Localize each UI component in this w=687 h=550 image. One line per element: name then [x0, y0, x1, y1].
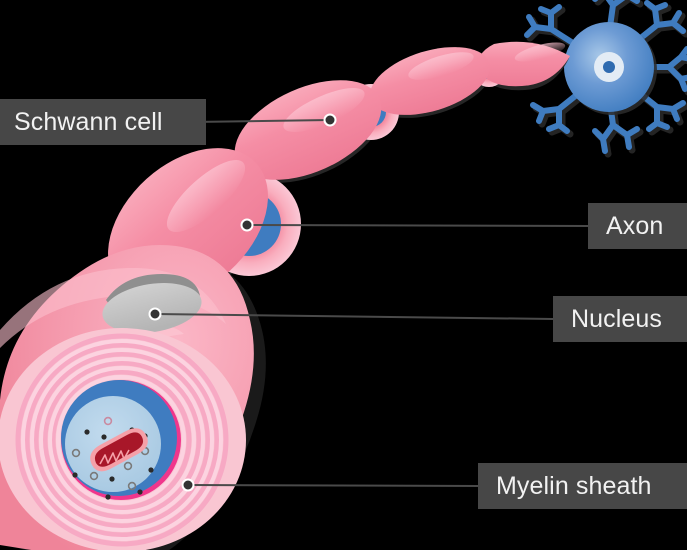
cross-section: [0, 328, 246, 550]
anchor-myelin-sheath: [181, 478, 195, 492]
leader-anchors: [148, 113, 337, 492]
leader-nucleus: [154, 313, 554, 320]
dendrites: [524, 0, 687, 154]
soma-nucleolus: [603, 61, 615, 73]
anchor-schwann-cell: [323, 113, 337, 127]
myelin-spiral: [15, 333, 229, 547]
label-axon[interactable]: Axon: [588, 203, 687, 249]
leader-myelin-sheath: [187, 484, 479, 487]
label-myelin-sheath-text: Myelin sheath: [496, 471, 652, 500]
leader-axon: [246, 224, 589, 227]
anchor-nucleus: [148, 307, 162, 321]
label-axon-text: Axon: [606, 211, 664, 240]
label-schwann-cell[interactable]: Schwann cell: [0, 99, 206, 145]
leader-schwann-cell: [191, 119, 331, 123]
schwann-nucleus: [102, 274, 202, 333]
anchor-axon: [240, 218, 254, 232]
soma-group: [524, 0, 687, 158]
schwann-cell-cylinder: [0, 245, 266, 550]
label-nucleus[interactable]: Nucleus: [553, 296, 687, 342]
label-myelin-sheath[interactable]: Myelin sheath: [478, 463, 687, 509]
label-schwann-cell-text: Schwann cell: [14, 107, 163, 136]
label-nucleus-text: Nucleus: [571, 304, 663, 333]
leader-lines: [154, 119, 589, 487]
mitochondrion: [90, 428, 148, 472]
